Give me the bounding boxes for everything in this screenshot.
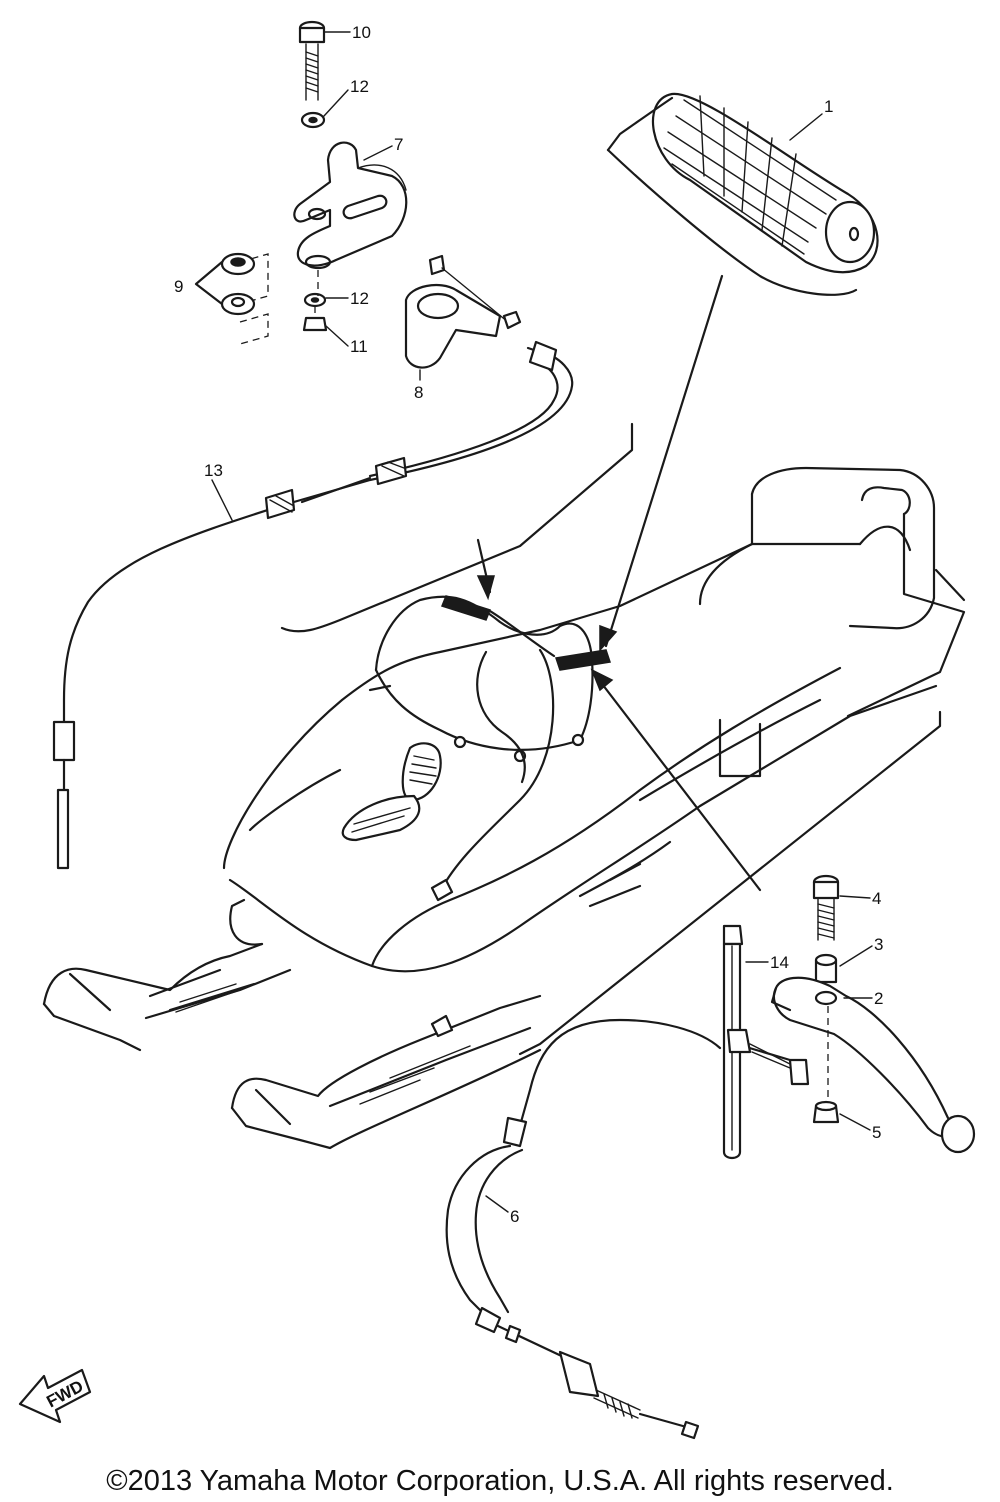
washer-12-top-shape bbox=[300, 111, 326, 129]
lever-2-shape bbox=[770, 976, 976, 1154]
damper-9-shape bbox=[194, 252, 269, 345]
cable-6-shape bbox=[445, 1018, 810, 1440]
callout-6: 6 bbox=[510, 1207, 519, 1226]
callout-8: 8 bbox=[414, 383, 423, 402]
leader-lines bbox=[211, 31, 873, 1213]
callout-4: 4 bbox=[872, 889, 881, 908]
callout-11: 11 bbox=[350, 337, 368, 356]
bolt-4-shape bbox=[812, 874, 840, 941]
pointer-arrows bbox=[476, 274, 762, 892]
frame-lines bbox=[280, 422, 942, 1056]
bolt-10-shape bbox=[298, 20, 326, 101]
grip-1-shape bbox=[606, 92, 879, 296]
callout-2: 2 bbox=[874, 989, 883, 1008]
callout-3: 3 bbox=[874, 935, 883, 954]
callout-14: 14 bbox=[770, 953, 789, 972]
snowmobile-body bbox=[42, 466, 966, 1150]
washer-nut-11-12-shape bbox=[302, 270, 328, 332]
collar-3-shape bbox=[814, 953, 838, 984]
callout-7: 7 bbox=[394, 135, 403, 154]
callout-5: 5 bbox=[872, 1123, 881, 1142]
parts-diagram: 10 12 7 9 12 11 8 13 1 4 3 14 2 5 6 FWD bbox=[18, 20, 976, 1440]
callout-12-top: 12 bbox=[350, 77, 369, 96]
lever-holder-8-shape bbox=[404, 254, 522, 369]
callout-1: 1 bbox=[824, 97, 833, 116]
fwd-arrow-icon: FWD bbox=[18, 1368, 92, 1424]
nut-5-shape bbox=[812, 1006, 840, 1124]
bracket-7-shape bbox=[293, 141, 408, 270]
callout-10: 10 bbox=[352, 23, 371, 42]
copyright-notice: ©2013 Yamaha Motor Corporation, U.S.A. A… bbox=[106, 1465, 894, 1497]
cable-13-shape bbox=[52, 340, 574, 870]
callout-9: 9 bbox=[174, 277, 183, 296]
callout-12-mid: 12 bbox=[350, 289, 369, 308]
callout-13: 13 bbox=[204, 461, 223, 480]
